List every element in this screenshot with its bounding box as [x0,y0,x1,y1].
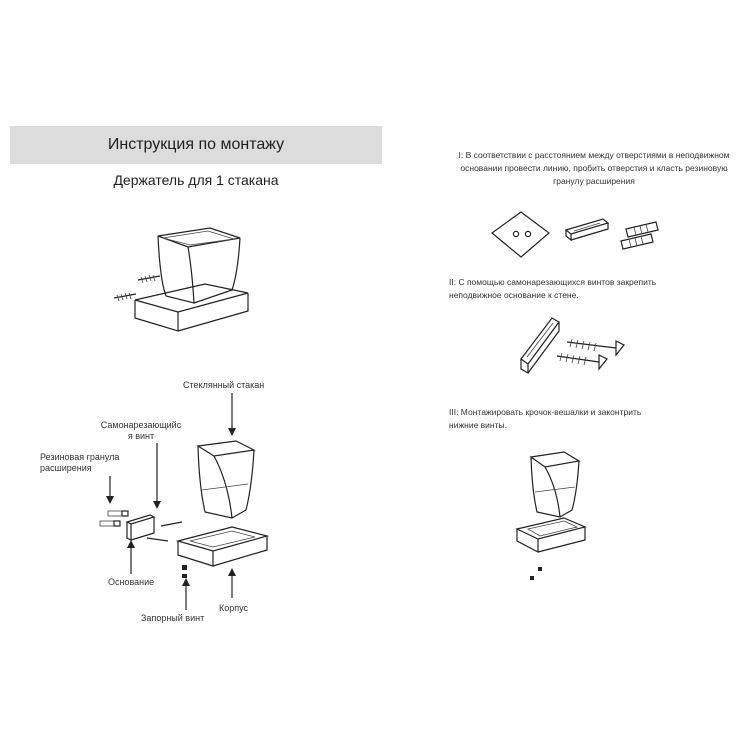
header-band [10,126,382,164]
exploded-diagram [99,393,270,610]
label-self-tapping-screw: Самонарезающийс я винт [100,420,182,441]
dowel-icon [620,233,654,250]
product-subtitle: Держатель для 1 стакана [113,172,279,188]
dowel-icon [99,520,121,527]
label-body: Корпус [219,603,249,613]
step-2-text: II: С помощью самонарезающихся винтов за… [449,277,657,300]
step3-figure [515,451,587,580]
screw-icon [113,292,137,302]
page-title: Инструкция по монтажу [107,136,285,153]
screw-icon [556,352,608,371]
step1-figure [491,211,659,258]
label-lock-screw: Запорный винт [141,613,205,623]
step2-figure [520,317,625,375]
step-1-text: I: В соответствии с расстоянием между от… [458,150,730,186]
step-3-text: III: Монтажировать крочок-вешалки и зако… [449,407,642,430]
label-rubber-dowel: Резиновая гранула расширения [40,452,120,473]
screw-icon [566,338,625,357]
dowel-icon [625,221,659,238]
assembled-holder-illustration [113,227,249,332]
screw-icon [137,274,161,284]
dowel-icon [107,510,129,517]
label-base: Основание [108,577,155,587]
label-glass: Стеклянный стакан [183,380,265,390]
